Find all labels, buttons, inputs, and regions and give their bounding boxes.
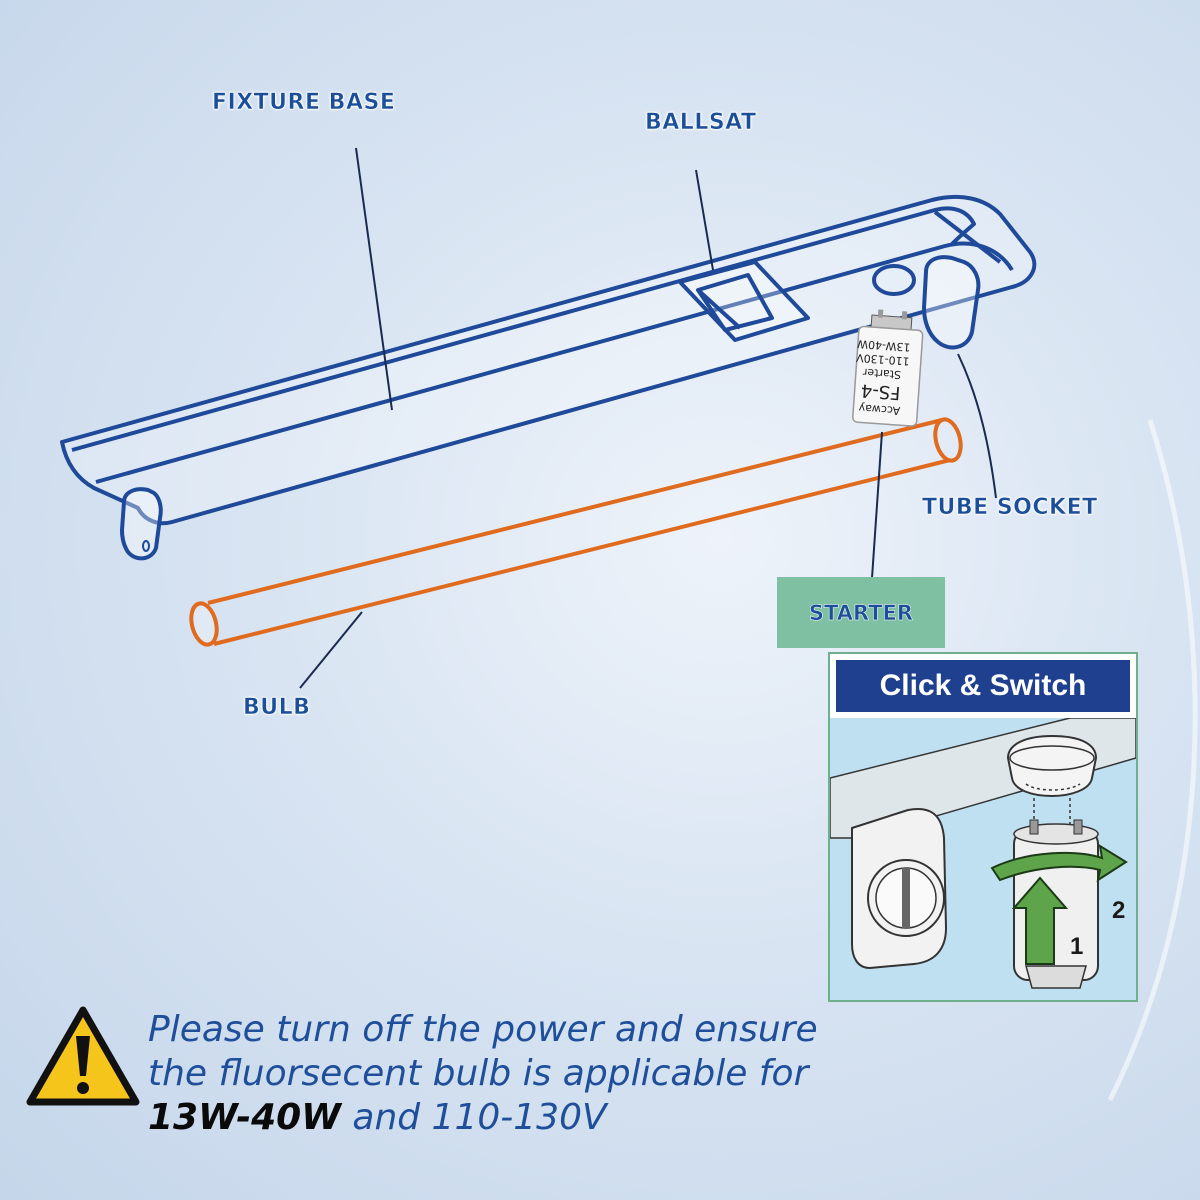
tube-socket-right (921, 255, 981, 350)
leader-tube-socket (957, 353, 997, 499)
fixture-base (60, 194, 1037, 526)
note-line-2: the fluorsecent bulb is applicable for (148, 1053, 809, 1094)
leader-lines (299, 147, 997, 689)
light-arc-decoration (1107, 419, 1198, 1102)
leader-ballast (695, 169, 714, 271)
tube-socket-left (119, 487, 163, 561)
step-1-label: 1 (1070, 933, 1083, 960)
note-wattage-highlight: 13W-40W (148, 1097, 341, 1138)
starter-voltage-text: 110-130V (855, 351, 910, 368)
click-switch-inset: Click & Switch (828, 652, 1138, 1002)
inset-header: Click & Switch (830, 654, 1136, 718)
inset-illustration: 2 1 (830, 718, 1136, 989)
starter-label-box: STARTER (777, 577, 945, 648)
fixture-mount-hole (872, 264, 916, 296)
inset-socket-holder (851, 808, 948, 970)
safety-note: Please turn off the power and ensure the… (148, 1008, 1168, 1140)
starter-brand-text: Accway (858, 401, 901, 417)
label-tube-socket: TUBE SOCKET (922, 495, 1098, 521)
note-line-1: Please turn off the power and ensure (148, 1009, 818, 1050)
starter-canister: Accway FS-4 Starter 110-130V 13W-40W (852, 309, 924, 427)
ballast-component (678, 260, 810, 342)
warning-triangle-icon (26, 1006, 140, 1106)
push-up-arrow-icon (1011, 876, 1069, 965)
inset-title: Click & Switch (836, 660, 1130, 712)
inset-starter-socket (1006, 734, 1098, 798)
label-bulb: BULB (243, 695, 311, 721)
starter-wattage-text: 13W-40W (857, 337, 911, 354)
rotate-arrow-icon (990, 843, 1128, 883)
note-voltage-text: and 110-130V (340, 1097, 607, 1138)
leader-starter (871, 431, 883, 579)
label-fixture-base: FIXTURE BASE (212, 90, 396, 116)
starter-model-text: FS-4 (860, 379, 901, 403)
leader-fixture-base (355, 147, 393, 411)
leader-bulb (299, 611, 363, 689)
note-line-3: 13W-40W and 110-130V (148, 1096, 1168, 1140)
step-2-label: 2 (1112, 897, 1125, 924)
fluorescent-bulb (189, 417, 963, 647)
label-starter: STARTER (808, 600, 914, 625)
label-ballast: BALLSAT (645, 110, 757, 136)
starter-type-text: Starter (862, 366, 901, 382)
